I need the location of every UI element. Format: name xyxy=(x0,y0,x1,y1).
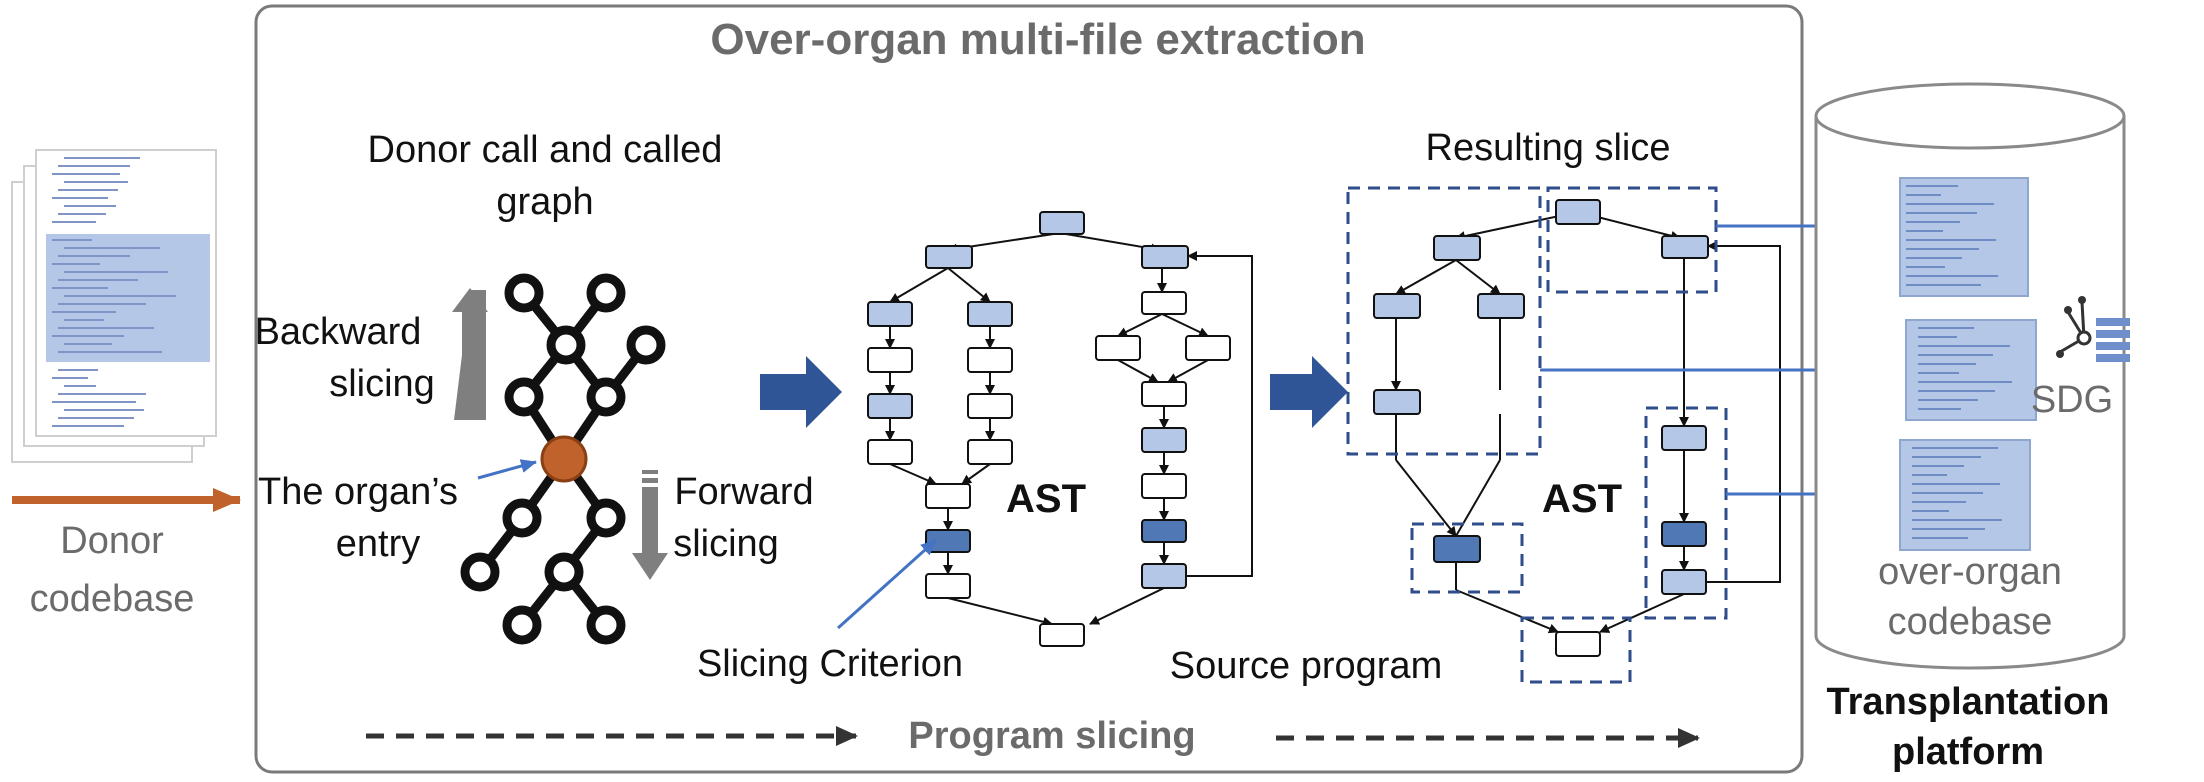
platform-code-cards xyxy=(1899,177,2037,551)
entry-pointer xyxy=(477,459,537,480)
backward-slicing-arrow xyxy=(452,288,488,420)
program-slicing-label: Program slicing xyxy=(908,715,1195,757)
source-ast-nodes xyxy=(867,211,1231,647)
call-graph-title-line1: Donor call and called xyxy=(368,129,723,171)
entry-label-line2: entry xyxy=(336,523,420,565)
donor-label-line2: codebase xyxy=(30,578,195,620)
slicing-criterion-label: Slicing Criterion xyxy=(697,643,963,685)
slice-ast-label: AST xyxy=(1542,477,1622,521)
forward-label-line1: Forward xyxy=(674,471,813,513)
slice-dashed-regions xyxy=(1346,186,1728,684)
donor-code-pages xyxy=(11,149,217,463)
platform-title-line1: Transplantation xyxy=(1827,681,2110,723)
sdg-icon xyxy=(2056,296,2130,362)
flow-arrow-2 xyxy=(1270,356,1348,428)
call-graph-title-line2: graph xyxy=(496,181,593,223)
call-graph-tree xyxy=(460,273,666,645)
source-ast-label: AST xyxy=(1006,477,1086,521)
backward-label-line2: slicing xyxy=(329,363,435,405)
resulting-slice-title: Resulting slice xyxy=(1426,127,1671,169)
platform-title-line2: platform xyxy=(1892,731,2044,773)
slice-ast-nodes xyxy=(1373,199,1709,657)
flow-arrow-1 xyxy=(760,356,842,428)
forward-slicing-arrow xyxy=(632,470,668,580)
source-program-caption: Source program xyxy=(1170,645,1442,687)
over-organ-label-line2: codebase xyxy=(1888,601,2053,643)
entry-label-line1: The organ’s xyxy=(258,471,458,513)
criterion-pointer xyxy=(836,538,938,630)
sdg-label: SDG xyxy=(2031,379,2113,421)
over-organ-label-line1: over-organ xyxy=(1878,551,2062,593)
main-panel-title: Over-organ multi-file extraction xyxy=(710,15,1365,64)
forward-label-line2: slicing xyxy=(673,523,779,565)
organ-entry-node xyxy=(540,435,588,483)
backward-label-line1: Backward xyxy=(255,311,422,353)
main-panel xyxy=(254,4,1804,774)
donor-label-line1: Donor xyxy=(60,520,164,562)
